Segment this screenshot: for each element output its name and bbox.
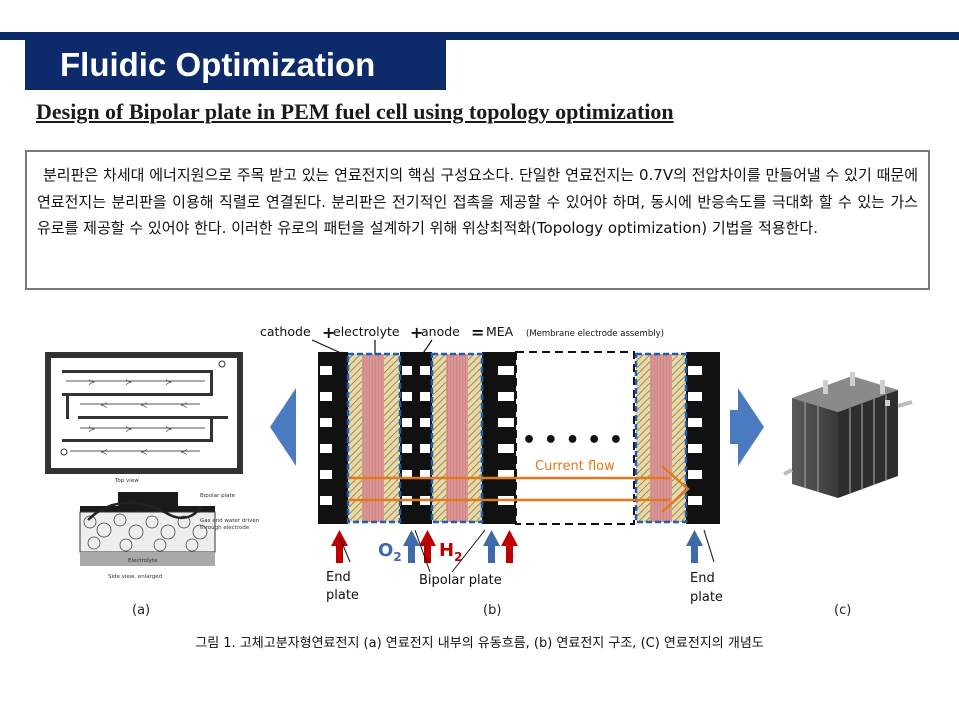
bipolar-plate-label-b: Bipolar plate [419, 573, 502, 588]
side-view-label: Side view, enlarged [108, 574, 162, 580]
bipolar-plate-2 [482, 352, 516, 524]
legend-cathode: cathode [260, 324, 311, 339]
current-flow-arrow [348, 465, 690, 513]
svg-text:≺: ≺ [140, 448, 148, 458]
description-text: 분리판은 차세대 에너지원으로 주목 받고 있는 연료전지의 핵심 구성요소다.… [37, 166, 918, 237]
end-plate-right [686, 352, 720, 524]
gas-label-2: through electrode [200, 525, 250, 531]
legend-anode: anode [421, 324, 460, 339]
electrode-layer [79, 511, 216, 553]
stack-ellipsis: • • • • • [522, 428, 623, 453]
o2-label: O2 [378, 540, 402, 564]
figure-caption: 그림 1. 고체고분자형연료전지 (a) 연료전지 내부의 유동흐름, (b) … [195, 636, 764, 651]
outlet-icon [218, 360, 226, 368]
svg-text:+: + [410, 323, 423, 342]
svg-text:≺: ≺ [100, 401, 108, 411]
svg-text:+: + [322, 323, 335, 342]
end-plate-right-label-2: plate [690, 590, 723, 605]
current-flow-label: Current flow [535, 459, 615, 474]
page-subtitle: Design of Bipolar plate in PEM fuel cell… [36, 99, 674, 124]
electrolyte-layer [80, 552, 215, 566]
right-arrow-icon [738, 388, 764, 466]
svg-text:≺: ≺ [180, 448, 188, 458]
label-c: (c) [834, 603, 852, 618]
svg-text:≺: ≺ [140, 401, 148, 411]
inlet-icon [60, 448, 68, 456]
end-plate-right-label-1: End [690, 571, 715, 586]
mea-2 [430, 352, 484, 524]
bipolar-plate-label: Bipolar plate [200, 493, 236, 499]
top-accent-bar [0, 32, 959, 40]
svg-text:≻: ≻ [125, 425, 133, 435]
svg-text:=: = [471, 323, 484, 342]
label-b: (b) [483, 603, 502, 618]
electrolyte-label: Electrolyte [128, 558, 158, 564]
panel-c-stack-render [783, 372, 913, 498]
svg-text:≻: ≻ [88, 378, 96, 388]
h2-label: H2 [439, 540, 462, 564]
left-arrow-shape [270, 388, 296, 466]
end-plate-left-label-1: End [326, 570, 351, 585]
bipolar-plate-1 [400, 352, 432, 524]
gas-flow-arrow [87, 501, 202, 521]
panel-a-flow-diagram: ≻ ≻ ≻ ≺ ≺ ≺ ≻ ≻ ≻ ≺ ≺ ≺ Top view Bipolar plate G… [45, 352, 260, 580]
end-plate-left-label-2: plate [326, 588, 359, 603]
svg-text:≻: ≻ [165, 378, 173, 388]
svg-text:≻: ≻ [88, 425, 96, 435]
svg-text:≻: ≻ [165, 425, 173, 435]
description-box: 분리판은 차세대 에너지원으로 주목 받고 있는 연료전지의 핵심 구성요소다.… [25, 150, 930, 290]
mea-1 [346, 352, 402, 524]
legend-mea-full: (Membrane electrode assembly) [526, 329, 664, 339]
svg-text:≺: ≺ [180, 401, 188, 411]
top-view-label: Top view [114, 478, 139, 484]
svg-text:≺: ≺ [100, 448, 108, 458]
gas-inlet-arrows [331, 530, 703, 563]
page-title: Fluidic Optimization [25, 40, 446, 90]
mea-3 [634, 352, 688, 524]
end-plate-left [318, 352, 348, 524]
panel-b-stack-diagram: cathode + electrolyte + anode = MEA (Mem… [260, 323, 723, 605]
legend-electrolyte: electrolyte [333, 324, 400, 339]
label-a: (a) [132, 603, 151, 618]
plates [318, 352, 720, 524]
legend-mea: MEA [486, 324, 514, 339]
gas-label-1: Gas and water driven [200, 518, 260, 524]
svg-text:≻: ≻ [125, 378, 133, 388]
